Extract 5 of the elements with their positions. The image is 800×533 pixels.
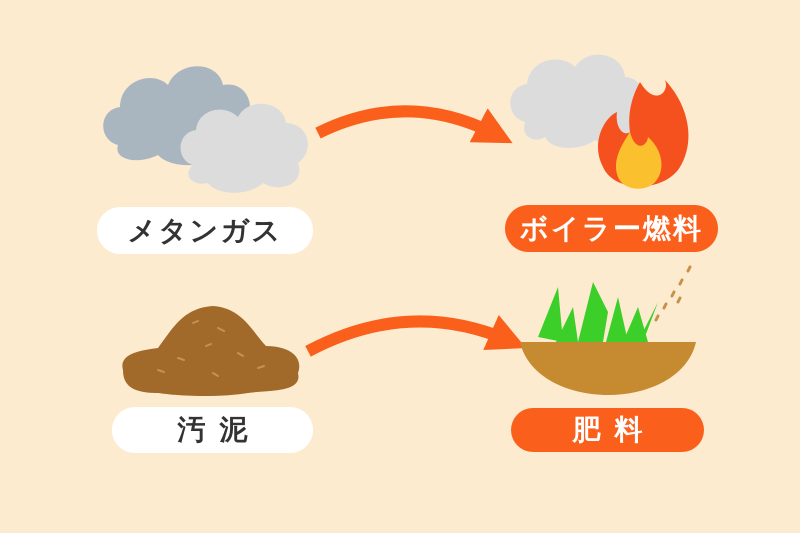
label-pill: ボイラー燃料 — [505, 205, 718, 252]
label-pill: 肥料 — [511, 408, 704, 452]
label-pill: メタンガス — [97, 207, 313, 254]
label-pill: 汚泥 — [112, 407, 313, 453]
curved-arrow — [316, 105, 513, 144]
